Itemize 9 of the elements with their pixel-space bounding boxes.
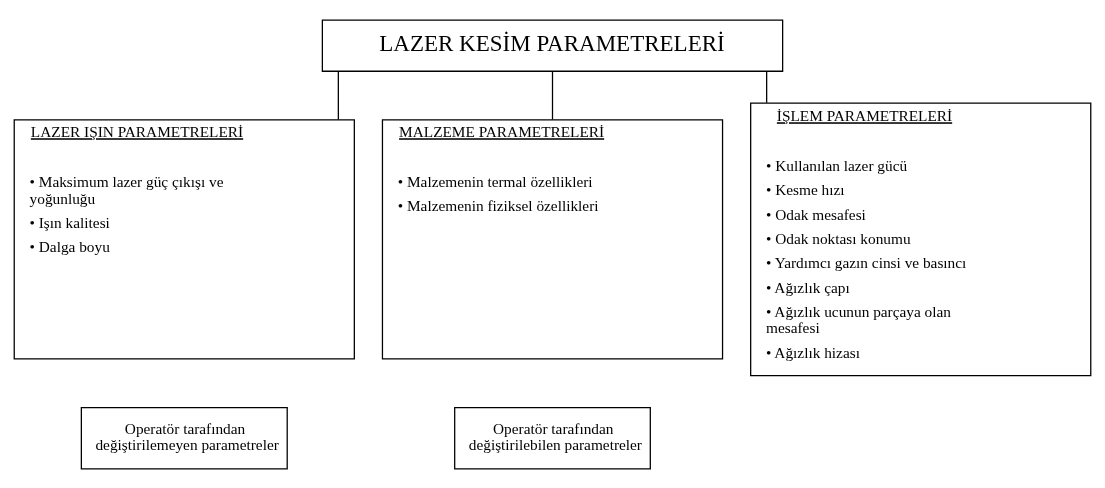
connector: [551, 70, 554, 120]
node-box: İŞLEM PARAMETRELERİ • Kullanılan lazer gücü • Kesme hızı • Odak mesafesi • Odak noktası konumu • Yardımcı gazın cinsi ve basıncı • Ağızlık çapı • Ağızlık ucunun parçaya olan mesafesi • Ağızlık hizası: [750, 102, 1092, 376]
connector: [766, 70, 768, 103]
connector: [337, 70, 339, 120]
node-box: LAZER IŞIN PARAMETRELERİ • Maksimum lazer güç çıkışı ve yoğunluğu • Işın kalitesi • Dalga boyu: [13, 118, 355, 360]
node-box: MALZEME PARAMETRELERİ • Malzemenin termal özellikleri • Malzemenin fiziksel özellikleri: [381, 118, 724, 360]
node-box: Operatör tarafından değiştirilemeyen parametreler: [80, 406, 288, 470]
node-box: LAZER KESİM PARAMETRELERİ: [321, 18, 784, 72]
node-box: Operatör tarafından değiştirilebilen parametreler: [454, 406, 651, 470]
